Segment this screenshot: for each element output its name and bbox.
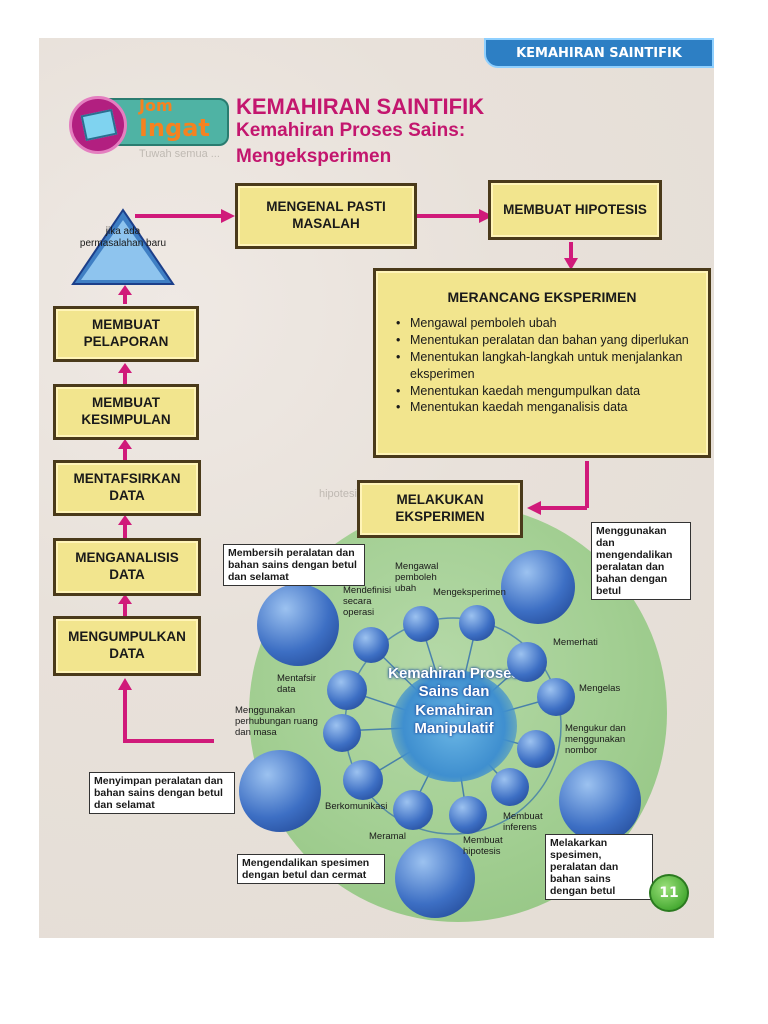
predict-node-icon: [393, 790, 433, 830]
store-equipment-icon: [239, 750, 321, 832]
center-label: Kemahiran Proses Sains dan Kemahiran Man…: [388, 665, 520, 737]
arrow-head: [118, 678, 132, 690]
skill-label: Mengawal pemboleh ubah: [395, 561, 439, 594]
flow-conduct-experiment: MELAKUKAN EKSPERIMEN: [357, 480, 523, 538]
skill-label: Mengeksperimen: [433, 587, 506, 598]
page-number: 11: [649, 874, 689, 912]
clean-equipment-icon: [257, 584, 339, 666]
list-item: Mengawal pemboleh ubah: [396, 315, 700, 332]
arrow-head: [118, 285, 132, 295]
arrow-head: [564, 258, 578, 270]
arrow-head: [118, 515, 132, 525]
skill-label: Berkomunikasi: [325, 801, 388, 812]
variables-node-icon: [403, 606, 439, 642]
arrow-head: [479, 209, 493, 223]
flow-make-hypothesis: MEMBUAT HIPOTESIS: [488, 180, 662, 240]
flow-interpret-data: MENTAFSIRKAN DATA: [53, 460, 201, 516]
skill-label: Membuat hipotesis: [463, 835, 503, 857]
callout-sketch: Melakarkan spesimen, peralatan dan bahan…: [545, 834, 653, 901]
graph-node-icon: [327, 670, 367, 710]
skill-label: Mengukur dan menggunakan nombor: [565, 723, 626, 756]
callout-specimen: Mengendalikan spesimen dengan betul dan …: [237, 854, 385, 885]
flow-identify-problem: MENGENAL PASTI MASALAH: [235, 183, 417, 249]
communicate-node-icon: [343, 760, 383, 800]
problem-triangle-inner: [81, 220, 165, 280]
callout-use-handle: Menggunakan dan mengendalikan peralatan …: [591, 522, 691, 601]
arrow-line: [123, 688, 214, 743]
skill-label: Memerhati: [553, 637, 598, 648]
list-item: Menentukan kaedah menganalisis data: [396, 399, 700, 416]
skill-label: Menggunakan perhubungan ruang dan masa: [235, 705, 318, 738]
section-header-tab: KEMAHIRAN SAINTIFIK: [484, 38, 714, 68]
callout-store: Menyimpan peralatan dan bahan sains deng…: [89, 772, 235, 815]
skill-label: Mentafsir data: [277, 673, 317, 695]
hypothesis-node-icon: [449, 796, 487, 834]
eye-node-icon: [507, 642, 547, 682]
arrow-head: [118, 439, 132, 449]
define-node-icon: [353, 627, 389, 663]
space-time-node-icon: [323, 714, 361, 752]
ruler-node-icon: [517, 730, 555, 768]
classify-node-icon: [537, 678, 575, 716]
skill-label: Mendefinisi secara operasi: [343, 585, 392, 618]
arrow-head: [527, 501, 541, 515]
skill-label: Membuat inferens: [503, 811, 543, 833]
flow-make-report: MEMBUAT PELAPORAN: [53, 306, 199, 362]
callout-clean: Membersih peralatan dan bahan sains deng…: [223, 544, 365, 587]
textbook-page: Tuwah semua ... hipotesis dibentuk ... K…: [39, 38, 714, 938]
arrow-head: [118, 594, 132, 604]
arrow-head: [118, 363, 132, 373]
list-item: Menentukan kaedah mengumpulkan data: [396, 383, 700, 400]
badge-jom: Jom: [139, 96, 173, 115]
design-title: MERANCANG EKSPERIMEN: [447, 289, 637, 305]
experiment-node-icon: [459, 605, 495, 641]
list-item: Menentukan peralatan dan bahan yang dipe…: [396, 332, 700, 349]
arrow-head: [221, 209, 235, 223]
sketch-icon: [559, 760, 641, 842]
infer-node-icon: [491, 768, 529, 806]
flow-design-experiment: MERANCANG EKSPERIMEN Mengawal pemboleh u…: [373, 268, 711, 458]
page-subtitle: Kemahiran Proses Sains:: [236, 120, 466, 141]
flow-make-conclusion: MEMBUAT KESIMPULAN: [53, 384, 199, 440]
design-list: Mengawal pemboleh ubah Menentukan perala…: [396, 315, 700, 416]
specimen-icon: [395, 838, 475, 918]
list-item: Menentukan langkah-langkah untuk menjala…: [396, 349, 700, 383]
badge-ingat: Ingat: [139, 114, 210, 142]
flow-collect-data: MENGUMPULKAN DATA: [53, 616, 201, 676]
background-text: Tuwah semua ...: [139, 148, 220, 160]
page-title: KEMAHIRAN SAINTIFIK: [236, 94, 485, 119]
center-blob: [391, 670, 517, 782]
skill-label: Meramal: [369, 831, 406, 842]
skill-label: Mengelas: [579, 683, 621, 694]
calculator-icon: [69, 96, 127, 154]
page-subtitle-2: Mengeksperimen: [236, 146, 392, 167]
problem-note: jika ada permasalahan baru: [79, 226, 167, 249]
flow-analyze-data: MENGANALISIS DATA: [53, 538, 201, 596]
section-label: KEMAHIRAN SAINTIFIK: [516, 45, 682, 61]
jom-ingat-badge: Jom Ingat: [69, 96, 229, 154]
use-equipment-icon: [501, 550, 575, 624]
